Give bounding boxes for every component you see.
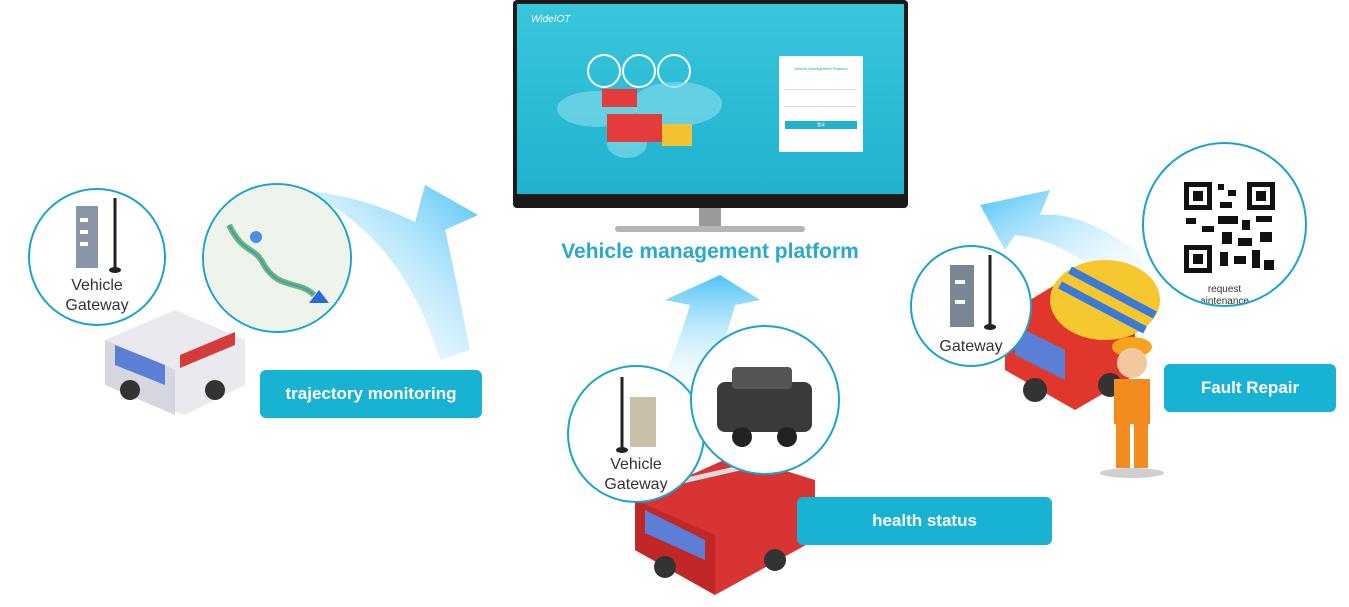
right-gateway-label: Gateway bbox=[939, 338, 1003, 355]
trajectory-monitoring-pill: trajectory monitoring bbox=[260, 370, 482, 418]
gateway-device-icon bbox=[616, 377, 656, 453]
monitor-neck bbox=[699, 208, 721, 228]
gateway-device-icon bbox=[950, 255, 996, 330]
monitor-base bbox=[615, 226, 805, 232]
left-gateway-label-1: Vehicle bbox=[71, 277, 123, 294]
monitor: WideIOT Vehicle Management Platform 登录 bbox=[513, 0, 908, 208]
center-gateway-label-1: Vehicle bbox=[610, 456, 662, 473]
left-gateway-circle: Vehicle Gateway bbox=[28, 188, 166, 326]
platform-title: Vehicle management platform bbox=[561, 240, 859, 263]
screen-icon-1 bbox=[587, 54, 621, 88]
arrow-left bbox=[300, 185, 478, 360]
login-user-field[interactable] bbox=[785, 81, 857, 90]
gateway-device-icon bbox=[76, 198, 121, 273]
route-map-icon bbox=[204, 185, 350, 331]
engine-circle bbox=[690, 325, 840, 475]
screen-icon-2 bbox=[622, 54, 656, 88]
center-gateway-circle: Vehicle Gateway bbox=[567, 365, 705, 503]
platform-screen: WideIOT Vehicle Management Platform 登录 bbox=[517, 4, 904, 194]
login-password-field[interactable] bbox=[785, 98, 857, 107]
qr-circle: request aintenance bbox=[1142, 142, 1307, 307]
login-panel: Vehicle Management Platform 登录 bbox=[779, 56, 863, 152]
health-status-pill: health status bbox=[797, 497, 1052, 545]
left-gateway-label-2: Gateway bbox=[65, 297, 129, 314]
qr-caption-1: request bbox=[1207, 284, 1242, 295]
qr-code-icon bbox=[1182, 180, 1277, 275]
center-gateway-label-2: Gateway bbox=[604, 476, 668, 493]
login-button[interactable]: 登录 bbox=[785, 121, 857, 129]
fault-repair-pill: Fault Repair bbox=[1164, 364, 1336, 412]
right-gateway-circle: Gateway bbox=[910, 245, 1032, 367]
engine-icon bbox=[717, 367, 812, 447]
arrow-center bbox=[655, 275, 760, 410]
qr-caption-2: aintenance bbox=[1200, 296, 1249, 307]
screen-brand: WideIOT bbox=[531, 14, 571, 25]
login-heading: Vehicle Management Platform bbox=[794, 66, 848, 71]
trajectory-map-circle bbox=[202, 183, 352, 333]
world-map-icon bbox=[557, 82, 722, 158]
